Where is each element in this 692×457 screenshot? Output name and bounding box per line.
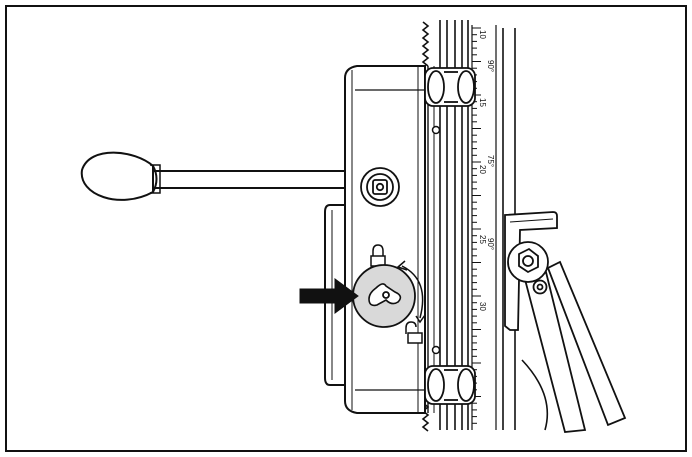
depth-stop-button xyxy=(360,167,400,207)
scale-label-30: 30 xyxy=(478,302,487,311)
lock-open-icon xyxy=(405,321,423,344)
angle-mark-top: 90° xyxy=(486,60,495,72)
rail-screw-lower xyxy=(431,345,441,355)
scale-label-25: 25 xyxy=(478,235,487,244)
scale-label-10: 10 xyxy=(478,30,487,39)
arrow-right-icon xyxy=(299,278,359,314)
rotate-arrow-icon xyxy=(396,260,426,324)
scale-label-15: 15 xyxy=(478,98,487,107)
scale-ticks xyxy=(472,27,481,424)
feed-handle xyxy=(80,151,345,201)
base-curve xyxy=(521,359,549,431)
angle-mark-bottom: 90° xyxy=(486,238,495,250)
scale-label-20: 20 xyxy=(478,165,487,174)
lower-roller-assembly xyxy=(424,365,476,405)
drill-head-housing xyxy=(324,65,435,414)
column-clamp-bracket xyxy=(504,211,558,331)
diagram-frame xyxy=(5,5,687,452)
rack-teeth xyxy=(421,21,430,67)
upper-roller-assembly xyxy=(424,67,476,107)
angle-mark-mid: 75° xyxy=(486,155,495,167)
support-arm xyxy=(507,241,627,433)
angle-scale xyxy=(471,25,497,430)
rail-screw-upper xyxy=(431,125,441,135)
lock-knob xyxy=(352,264,416,328)
handle-grip xyxy=(80,151,154,201)
